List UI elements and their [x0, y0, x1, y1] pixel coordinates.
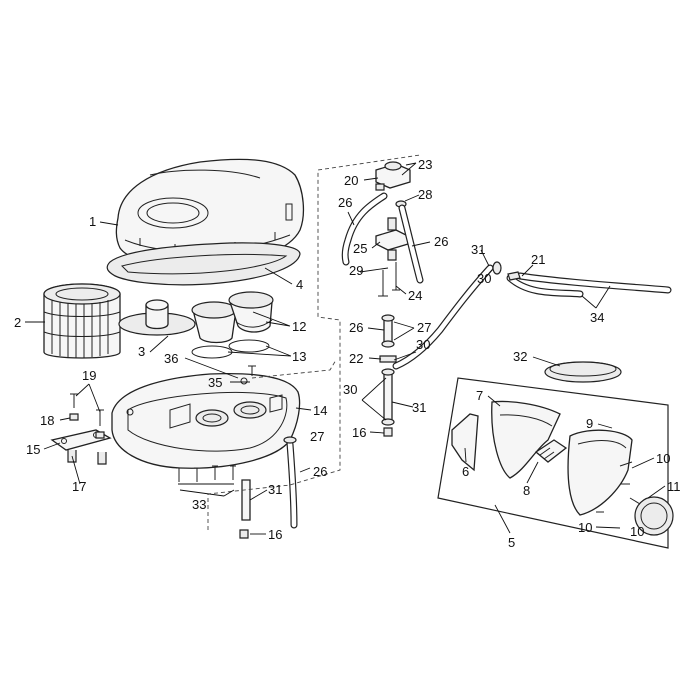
callout-2: 2: [14, 315, 21, 330]
callout-6: 6: [462, 464, 469, 479]
callout-30-middle: 30: [416, 337, 430, 352]
callout-18: 18: [40, 413, 54, 428]
cap-part: [239, 529, 249, 539]
assembly-outline: [207, 154, 421, 530]
callout-28: 28: [418, 187, 432, 202]
callout-34: 34: [590, 310, 604, 325]
callout-26-middle: 26: [349, 320, 363, 335]
clamp-part: [283, 436, 297, 444]
callout-12: 12: [292, 319, 306, 334]
callout-11: 11: [667, 479, 681, 494]
callout-31-lower: 31: [268, 482, 282, 497]
fitting-part: [507, 271, 521, 281]
airbox-base-part: [111, 372, 301, 469]
o-ring-part: [228, 339, 270, 353]
duct-flap-part: [451, 413, 479, 472]
drain-tube-part: [241, 479, 251, 521]
callout-30-right: 30: [477, 271, 491, 286]
screw-part: [596, 461, 633, 513]
gasket-part: [106, 242, 301, 286]
callout-1: 1: [89, 214, 96, 229]
callout-25: 25: [353, 241, 367, 256]
callout-10-middle: 10: [578, 520, 592, 535]
callout-27-middle: 27: [417, 320, 431, 335]
clamp-band-part: [544, 361, 622, 383]
callout-36: 36: [164, 351, 178, 366]
callout-23: 23: [418, 157, 432, 172]
callout-4: 4: [296, 277, 303, 292]
callout-30-lower: 30: [343, 382, 357, 397]
screw-part: [248, 365, 256, 376]
callout-7: 7: [476, 388, 483, 403]
callout-24: 24: [408, 288, 422, 303]
duct-assembly-frame: [437, 377, 669, 549]
callout-3: 3: [138, 344, 145, 359]
air-filter-part: [43, 283, 121, 359]
callout-17: 17: [72, 479, 86, 494]
callout-32: 32: [513, 349, 527, 364]
callout-21: 21: [531, 252, 545, 267]
duct-housing-part: [491, 400, 561, 479]
callout-13: 13: [292, 349, 306, 364]
callout-9: 9: [586, 416, 593, 431]
callout-19: 19: [82, 368, 96, 383]
callout-31-upper: 31: [471, 242, 485, 257]
mounting-bracket-part: [50, 393, 112, 465]
velocity-stacks-part: [191, 291, 274, 344]
callout-33: 33: [192, 497, 206, 512]
callout-26-upper-right: 26: [434, 234, 448, 249]
callout-31-middle: 31: [412, 400, 426, 415]
callout-8: 8: [523, 483, 530, 498]
clamp-part: [492, 261, 502, 275]
callout-29: 29: [349, 263, 363, 278]
duct-cover-part: [567, 429, 633, 516]
intake-ring-part: [629, 496, 674, 536]
airbox-cover-part: [115, 158, 305, 268]
callout-16-lower: 16: [268, 527, 282, 542]
callout-10-lower: 10: [630, 524, 644, 539]
callout-27-lower: 27: [310, 429, 324, 444]
callout-26-lower: 26: [313, 464, 327, 479]
callout-15: 15: [26, 442, 40, 457]
callout-10-upper: 10: [656, 451, 670, 466]
callout-labels: 1 2 3 4 5 6 7 8 9 10 10 10 11 12 13 14 1…: [14, 157, 681, 550]
callout-5: 5: [508, 535, 515, 550]
callout-16-middle: 16: [352, 425, 366, 440]
callout-35: 35: [208, 375, 222, 390]
callout-14: 14: [313, 403, 327, 418]
leader-lines: [25, 162, 666, 535]
vent-pipe-part: [379, 314, 397, 437]
callout-22: 22: [349, 351, 363, 366]
screws-group-part: [176, 465, 236, 482]
intake-funnel-part: [118, 299, 196, 336]
callout-26-upper-left: 26: [338, 195, 352, 210]
o-ring-part: [191, 345, 233, 359]
callout-20: 20: [344, 173, 358, 188]
